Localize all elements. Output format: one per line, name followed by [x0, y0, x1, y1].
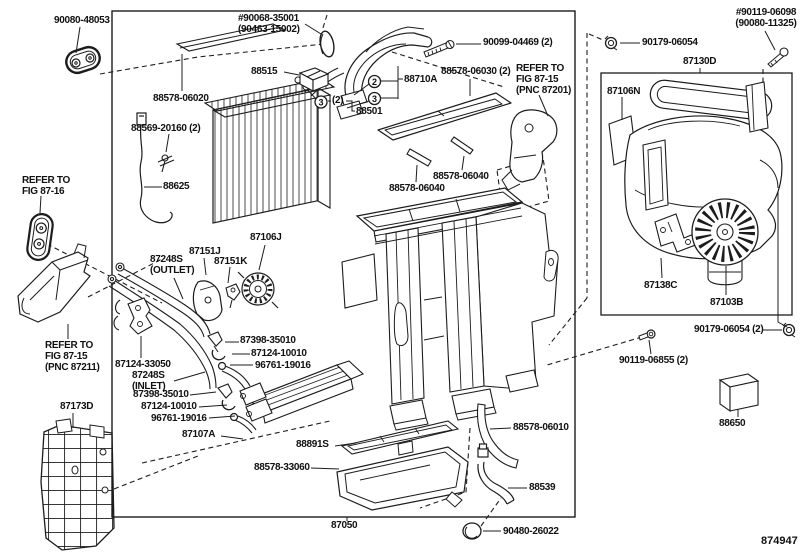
label-87103b: 87103B [710, 297, 744, 308]
label-refer-fig-87-15-pnc-87201: REFER TO FIG 87-15 (PNC 87201) [516, 63, 572, 97]
label-87124-33050: 87124-33050 [115, 359, 171, 370]
label-87106n: 87106N [607, 86, 641, 97]
label-87151k: 87151K [214, 256, 248, 267]
label-90119-06098: #90119-06098 (90080-11325) [735, 7, 797, 30]
label-88515: 88515 [251, 66, 278, 77]
label-87124-10010-a: 87124-10010 [251, 348, 307, 359]
gasket-88891s [340, 420, 460, 455]
label-88625: 88625 [163, 181, 190, 192]
grommet-90480-icon [462, 522, 482, 540]
label-88578-06040-b: 88578-06040 [389, 183, 445, 194]
hose-88578-06010 [476, 403, 519, 469]
blower-motor-87103b [691, 198, 759, 286]
screw-90099-icon [423, 39, 455, 58]
leader-lines [39, 23, 788, 532]
damper-plate-87151j [192, 280, 223, 322]
packing-sticks-88578-06040 [406, 136, 474, 167]
label-96761-19016-a: 96761-19016 [255, 360, 311, 371]
circled-number-3a-icon: 3 [367, 91, 382, 106]
label-88578-06040-a: 88578-06040 [433, 171, 489, 182]
gasket-88578-06030 [377, 92, 512, 141]
label-90099-04469: 90099-04469 (2) [483, 37, 553, 48]
label-90179-06054-2: 90179-06054 (2) [694, 324, 764, 335]
block-88515 [298, 67, 330, 92]
label-88578-06020: 88578-06020 [153, 93, 209, 104]
label-87151j: 87151J [189, 246, 221, 257]
heater-unit-housing [341, 187, 559, 431]
label-90480-26022: 90480-26022 [503, 526, 559, 537]
label-87248s-outlet: 87248S (OUTLET) [150, 254, 195, 277]
label-90068-35001: #90068-35001 (90463-15002) [238, 13, 300, 36]
clip-88569-icon [157, 154, 175, 173]
label-87173d: 87173D [60, 401, 94, 412]
duct-87211 [17, 243, 91, 323]
main-assembly-box [111, 10, 576, 518]
evaporator-core [203, 67, 345, 224]
label-88578-06010: 88578-06010 [513, 422, 569, 433]
circled-number-2: 2 [372, 77, 377, 87]
label-88650: 88650 [719, 418, 746, 429]
label-refer-fig-87-16: REFER TO FIG 87-16 [22, 175, 70, 198]
label-87138c: 87138C [644, 280, 678, 291]
circled-number-3b: 3 [318, 97, 323, 107]
label-88891s: 88891S [296, 439, 329, 450]
hose-88539 [477, 443, 515, 505]
label-87130d: 87130D [683, 56, 717, 67]
panel-87173d [40, 418, 115, 551]
label-90179-06054-top: 90179-06054 [642, 37, 698, 48]
label-88539: 88539 [529, 482, 556, 493]
bracket-87201 [501, 109, 558, 191]
label-88578-06030: 88578-06030 (2) [441, 66, 511, 77]
circled-number-3a: 3 [372, 94, 377, 104]
heater-core-87107a [239, 360, 365, 424]
grommet-ref-87-16-icon [26, 213, 54, 261]
grommet-90080-icon [65, 45, 101, 75]
label-88710a: 88710A [404, 74, 438, 85]
label-88578-33060: 88578-33060 [254, 462, 310, 473]
label-87124-10010-b: 87124-10010 [141, 401, 197, 412]
label-90119-06855: 90119-06855 (2) [619, 355, 688, 366]
hose-fittings [207, 331, 239, 422]
label-88569-20160: 88569-20160 (2) [131, 123, 201, 134]
seal-strip-88578-06020 [175, 23, 287, 52]
label-87398-35010-b: 87398-35010 [133, 389, 189, 400]
label-87248s-inlet: 87248S (INLET) [132, 370, 166, 393]
label-90080-48053: 90080-48053 [54, 15, 110, 26]
circled-number-2-icon: 2 [367, 74, 382, 89]
label-87398-35010-a: 87398-35010 [240, 335, 296, 346]
thermistor-88625 [136, 112, 173, 224]
clip-90068-icon [319, 30, 335, 58]
lever-87151k [225, 283, 241, 309]
label-88501: 88501 [356, 106, 383, 117]
pipe-bracket-87124-33050 [113, 297, 153, 335]
label-96761-19016-b: 96761-19016 [151, 413, 207, 424]
fastener-icons [604, 35, 796, 341]
label-qty-2: (2) [332, 95, 344, 106]
label-drawing-number: 874947 [761, 535, 798, 547]
hose-assembly-88710a [336, 26, 433, 120]
label-refer-fig-87-15-pnc-87211: REFER TO FIG 87-15 (PNC 87211) [45, 340, 100, 374]
circled-number-3b-icon: 3 [314, 95, 328, 109]
drain-tray-88578-33060 [336, 440, 469, 511]
blower-sub-box [600, 72, 793, 316]
label-87050: 87050 [331, 520, 358, 531]
label-87106j: 87106J [250, 232, 282, 243]
servo-motor-87106j [237, 271, 279, 309]
label-87107a: 87107A [182, 429, 216, 440]
water-pipes-87248s [107, 262, 257, 434]
amplifier-88650-icon [718, 373, 760, 413]
